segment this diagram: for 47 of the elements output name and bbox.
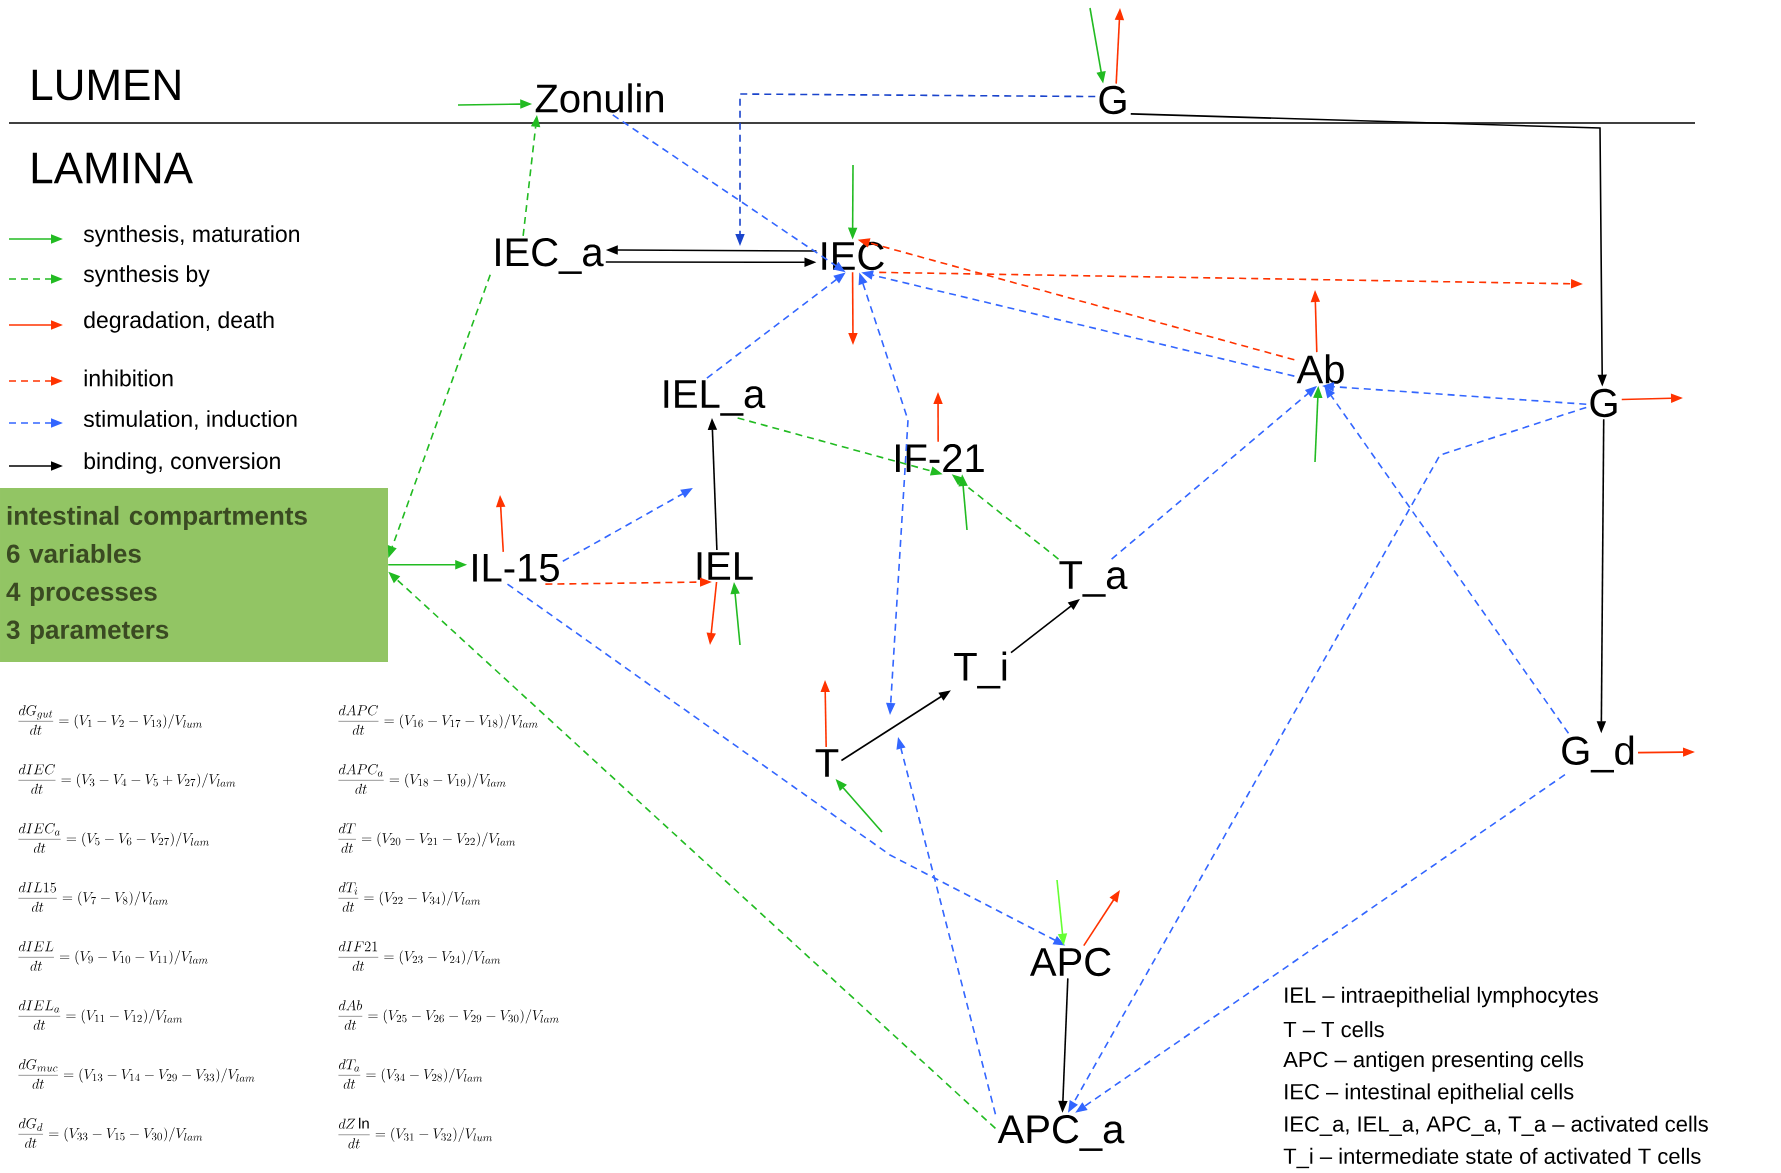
variable-label: IF-21 — [896, 444, 984, 472]
variable-label: APC_a — [997, 1115, 1125, 1151]
equation: $\frac{dIEC}{dt}=(V_{3}-V_{4}-V_{5}+V_{27})/V_{lam}$ — [18, 764, 236, 794]
abbreviation-note: IEC – intestinal epithelial cells — [1285, 1083, 1574, 1104]
equation: $\frac{dAPC_{a}}{dt}=(V_{18}-V_{19})/V_{lam}$ — [338, 763, 506, 794]
variable-label: APC — [1029, 947, 1111, 977]
equation: $\frac{dAb}{dt}=(V_{25}-V_{26}-V_{29}-V_{30})/V_{lam}$ — [338, 999, 559, 1030]
equation: $\frac{dZ\ln}{dt}=(V_{31}-V_{32})/V_{lum}$ — [338, 1117, 493, 1149]
variable-label: T_a — [1059, 561, 1128, 597]
abbreviation-note: IEL – intraepithelial lymphocytes — [1285, 986, 1598, 1008]
variable-label: IL-15 — [473, 554, 559, 582]
variable-label: IEL_a — [664, 380, 766, 416]
variable-label: IEC_a — [496, 238, 604, 274]
legend-text: binding, conversion — [84, 452, 280, 474]
region-label: LAMINA — [32, 152, 193, 184]
abbreviation-note: APC – antigen presenting cells — [1283, 1051, 1584, 1072]
variable-label: T — [815, 749, 839, 777]
abbreviation-note: T – T cells — [1283, 1021, 1384, 1038]
equation: $\frac{dG_{d}}{dt}=(V_{33}-V_{15}-V_{30})/V_{lam}$ — [18, 1118, 203, 1148]
legend-text: inhibition — [84, 369, 173, 387]
equation: $\frac{dT_{i}}{dt}=(V_{22}-V_{34})/V_{lam}$ — [338, 882, 481, 912]
variable-label: G — [1590, 388, 1617, 418]
abbreviation-note: T_i – intermediate state of activated T cells — [1283, 1147, 1701, 1169]
equation: $\frac{dG_{gut}}{dt}=(V_{1}-V_{2}-V_{13})/V_{lum}$ — [18, 705, 202, 735]
equation: $\frac{dIEL_{a}}{dt}=(V_{11}-V_{12})/V_{lam}$ — [18, 1000, 183, 1030]
arrow — [1010, 599, 1080, 654]
equation: $\frac{dIL15}{dt}=(V_{7}-V_{8})/V_{lam}$ — [18, 882, 168, 912]
legend-text: synthesis, maturation — [83, 225, 299, 247]
legend-text: degradation, death — [84, 311, 274, 333]
legend-text: stimulation, induction — [83, 410, 297, 430]
equation: $\frac{dG_{muc}}{dt}=(V_{13}-V_{14}-V_{29}-V_{33})/V_{lam}$ — [18, 1059, 255, 1089]
region-label: LUMEN — [32, 69, 180, 101]
variable-label: T_i — [954, 651, 1007, 689]
equation: $\frac{dIEL}{dt}=(V_{9}-V_{10}-V_{11})/V_{lam}$ — [18, 941, 208, 971]
equation: $\frac{dIF21}{dt}=(V_{23}-V_{24})/V_{lam}$ — [338, 941, 501, 971]
legend-text: synthesis by — [83, 265, 210, 287]
variable-label: Ab — [1296, 354, 1344, 384]
equation: $\frac{dT}{dt}=(V_{20}-V_{21}-V_{22})/V_{lam}$ — [338, 823, 516, 853]
equation: $\frac{dAPC}{dt}=(V_{16}-V_{17}-V_{18})/V_{lam}$ — [338, 704, 538, 735]
summary-box: intestinal compartments 6 variables 4 processes 3 parameters — [0, 488, 388, 662]
variable-label: IEL — [697, 552, 753, 580]
variable-label: G — [1099, 85, 1126, 115]
variable-label: G_d — [1562, 735, 1634, 773]
equation: $\frac{dIEC_{a}}{dt}=(V_{5}-V_{6}-V_{27})/V_{lam}$ — [18, 823, 209, 853]
variable-label: Zonulin — [535, 83, 663, 113]
abbreviation-note: IEC_a, IEL_a, APC_a, T_a – activated cells — [1285, 1115, 1708, 1136]
equation: $\frac{dT_{a}}{dt}=(V_{34}-V_{28})/V_{lam}$ — [338, 1059, 483, 1089]
